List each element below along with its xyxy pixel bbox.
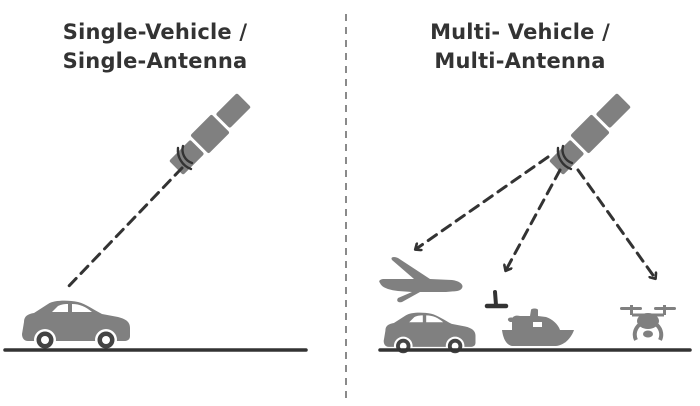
- right-satellite-icon: [546, 90, 634, 178]
- signal-arrow-to-antenna: [506, 168, 562, 270]
- left-panel-title: Single-Vehicle / Single-Antenna: [30, 18, 280, 76]
- left-satellite-icon: [166, 90, 254, 178]
- right-signal-waves-icon: [556, 144, 574, 171]
- right-title-line1: Multi- Vehicle /: [430, 20, 610, 44]
- antenna-icon: [484, 290, 509, 309]
- left-signal-waves-icon: [176, 144, 194, 171]
- signal-arrow-to-drone: [576, 168, 655, 278]
- airplane-icon: [379, 256, 463, 303]
- drone-icon: [620, 305, 676, 341]
- left-title-line1: Single-Vehicle /: [62, 20, 248, 44]
- right-panel-title: Multi- Vehicle / Multi-Antenna: [395, 18, 645, 76]
- left-title-line2: Single-Antenna: [62, 49, 248, 73]
- signal-arrow-to-airplane: [416, 155, 550, 249]
- boat-icon: [502, 308, 574, 346]
- left-signal-line: [65, 166, 184, 290]
- right-title-line2: Multi-Antenna: [434, 49, 606, 73]
- left-car-icon: [22, 300, 130, 351]
